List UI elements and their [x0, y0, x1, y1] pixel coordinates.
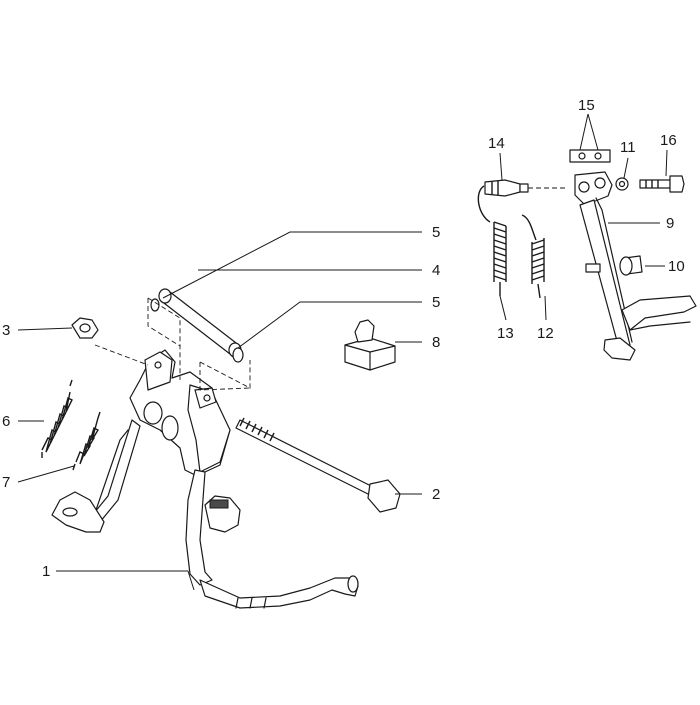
- rubber-block: [344, 319, 396, 371]
- spring-13: [477, 185, 507, 296]
- label-4: 4: [432, 262, 440, 279]
- label-7: 7: [2, 474, 10, 491]
- part-labels: 1 2 3 4 5 5 6 7 8 9 10 11 12 13 14 15 16: [2, 97, 685, 580]
- bolt-16: [639, 175, 685, 193]
- leader-lines: [17, 113, 668, 591]
- label-8: 8: [432, 334, 440, 351]
- pivot-bolt: [235, 417, 401, 513]
- spring-12: [521, 214, 545, 299]
- label-12: 12: [537, 325, 554, 342]
- washer-11: [615, 177, 629, 191]
- center-stand: [51, 349, 359, 609]
- label-14: 14: [488, 135, 505, 152]
- label-2: 2: [432, 486, 440, 503]
- label-6: 6: [2, 413, 10, 430]
- label-1: 1: [42, 563, 50, 580]
- label-5-bottom: 5: [432, 294, 440, 311]
- label-9: 9: [666, 215, 674, 232]
- spring-7: [72, 411, 101, 471]
- label-15: 15: [578, 97, 595, 114]
- label-3: 3: [2, 322, 10, 339]
- shaft-assembly: [94, 288, 251, 391]
- label-10: 10: [668, 258, 685, 275]
- spring-pin: [484, 179, 568, 197]
- label-13: 13: [497, 325, 514, 342]
- bushing-plates: [569, 149, 611, 163]
- hex-nut: [71, 317, 99, 339]
- spring-6: [41, 379, 73, 458]
- label-5-top: 5: [432, 224, 440, 241]
- label-16: 16: [660, 132, 677, 149]
- side-stand: [574, 171, 697, 361]
- label-11: 11: [620, 139, 636, 156]
- bushing-10: [585, 255, 643, 276]
